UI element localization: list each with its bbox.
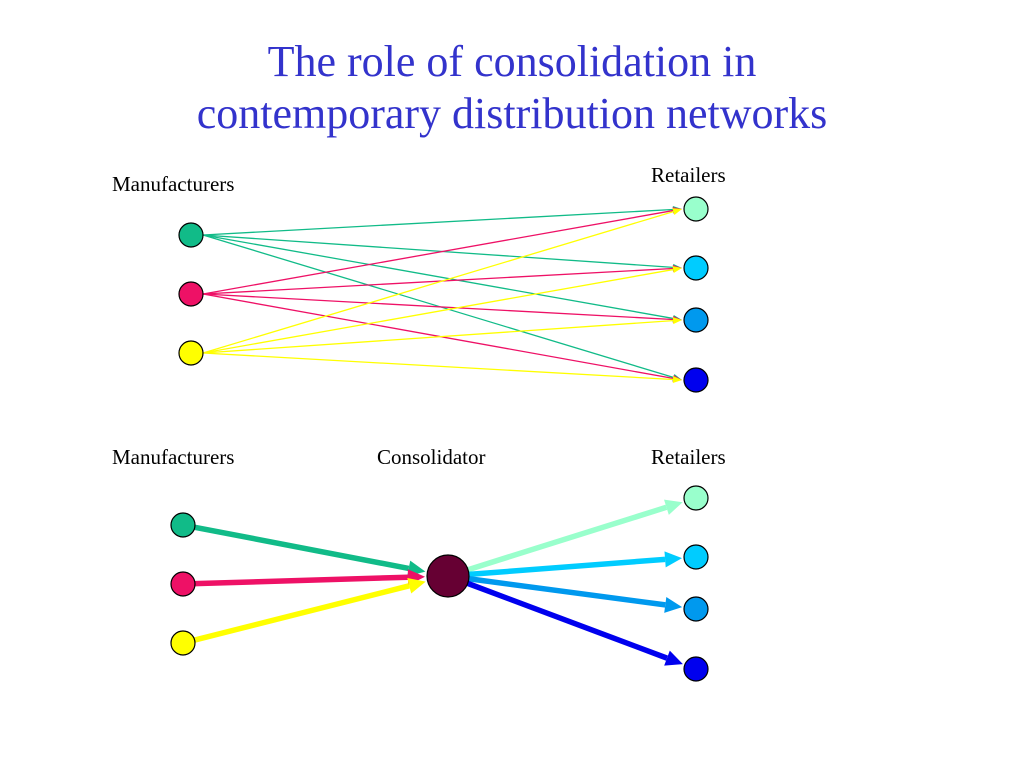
bottom-retailer-node-2 [683, 544, 709, 570]
top-flow-m3-to-r2 [202, 268, 674, 354]
consolidator-node [426, 554, 470, 598]
top-retailer-node-1 [683, 196, 709, 222]
inbound-flow-m3 [193, 583, 410, 643]
top-flow-m1-to-r1 [202, 208, 674, 236]
consolidator-label: Consolidator [377, 445, 486, 469]
top-flow-m3-to-r1-head [672, 208, 682, 215]
outbound-flow-r4-head [664, 650, 683, 666]
bottom-manufacturers-label: Manufacturers [112, 445, 235, 469]
bottom-manufacturer-node-3 [170, 630, 196, 656]
top-flow-m3-to-r1 [202, 210, 674, 354]
bottom-retailer-node-1 [683, 485, 709, 511]
top-retailer-node-2 [683, 255, 709, 281]
outbound-flow-r1-head [664, 499, 683, 515]
top-retailers-label: Retailers [651, 163, 726, 187]
top-flow-m3-to-r4 [202, 352, 674, 381]
outbound-flow-r4 [466, 580, 668, 661]
outbound-flow-r1 [467, 504, 668, 573]
top-flow-m2-to-r2 [202, 267, 674, 295]
top-flow-m2-to-r1 [202, 209, 674, 295]
top-flow-m3-to-r4-head [672, 375, 682, 383]
top-flow-m2-to-r3 [202, 293, 674, 321]
bottom-manufacturer-node-2 [170, 571, 196, 597]
top-flow-m1-to-r3 [202, 234, 674, 320]
top-manufacturer-node-3 [178, 340, 204, 366]
top-retailer-node-3 [683, 307, 709, 333]
top-flow-m3-to-r2-head [672, 266, 682, 274]
top-manufacturer-node-1 [178, 222, 204, 248]
slide-title-line-1: The role of consolidation in [267, 37, 757, 86]
top-flow-m1-to-r2 [202, 234, 674, 269]
top-flow-m3-to-r3-head [672, 317, 682, 325]
top-manufacturers-label: Manufacturers [112, 172, 235, 196]
bottom-retailer-node-3 [683, 596, 709, 622]
bottom-retailer-node-4 [683, 656, 709, 682]
top-manufacturer-node-2 [178, 281, 204, 307]
top-flow-m3-to-r3 [202, 319, 674, 354]
slide-title-line-2: contemporary distribution networks [196, 89, 828, 138]
bottom-manufacturer-node-1 [170, 512, 196, 538]
outbound-flow-r3 [468, 576, 666, 608]
outbound-flow-r2-head [664, 551, 683, 568]
slide-title: The role of consolidation in contemporar… [0, 36, 1024, 140]
outbound-flow-r3-head [664, 596, 683, 613]
inbound-flow-m2 [194, 574, 409, 587]
inbound-flow-m3-head [407, 578, 426, 594]
top-retailer-node-4 [683, 367, 709, 393]
inbound-flow-m1 [194, 524, 410, 572]
outbound-flow-r2 [468, 556, 666, 578]
bottom-retailers-label: Retailers [651, 445, 726, 469]
